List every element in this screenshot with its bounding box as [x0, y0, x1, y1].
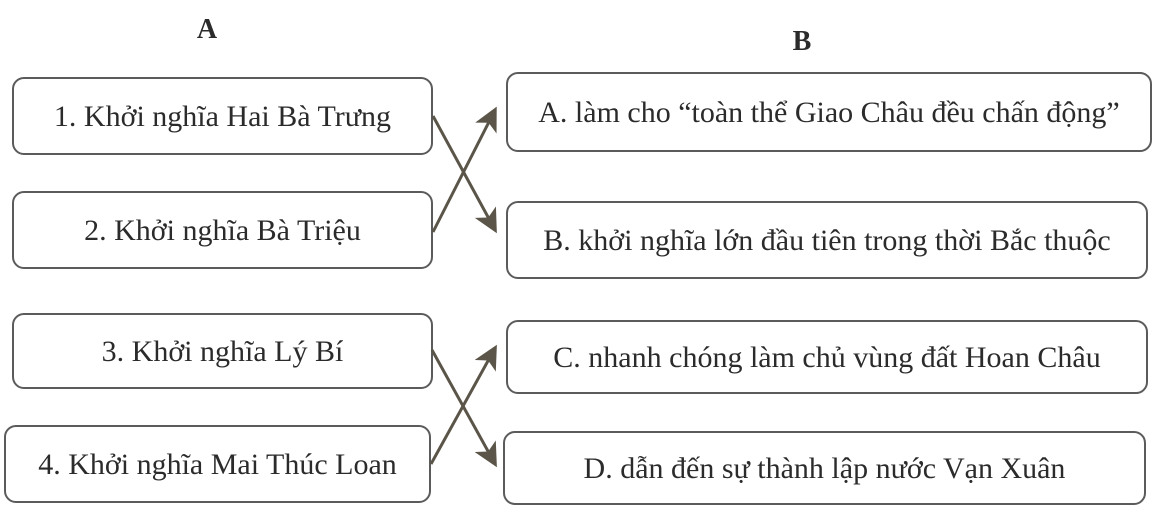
match-arrow-4-c: [429, 344, 497, 465]
item-a-1: 1. Khởi nghĩa Hai Bà Trưng: [12, 77, 433, 155]
column-b-header: B: [792, 26, 812, 57]
item-b-c: C. nhanh chóng làm chủ vùng đất Hoan Châ…: [506, 320, 1148, 394]
match-arrow-2-a: [431, 106, 497, 233]
item-a-4: 4. Khởi nghĩa Mai Thúc Loan: [4, 425, 431, 503]
match-arrow-3-d: [430, 349, 497, 468]
item-a-3: 3. Khởi nghĩa Lý Bí: [12, 313, 433, 389]
item-b-b: B. khởi nghĩa lớn đầu tiên trong thời Bắ…: [506, 201, 1148, 279]
item-b-a: A. làm cho “toàn thể Giao Châu đều chấn …: [506, 72, 1152, 152]
column-a-header: A: [196, 14, 218, 45]
item-b-d: D. dẫn đến sự thành lập nước Vạn Xuân: [503, 431, 1146, 505]
match-arrow-1-b: [431, 115, 497, 234]
item-a-2: 2. Khởi nghĩa Bà Triệu: [12, 191, 433, 269]
